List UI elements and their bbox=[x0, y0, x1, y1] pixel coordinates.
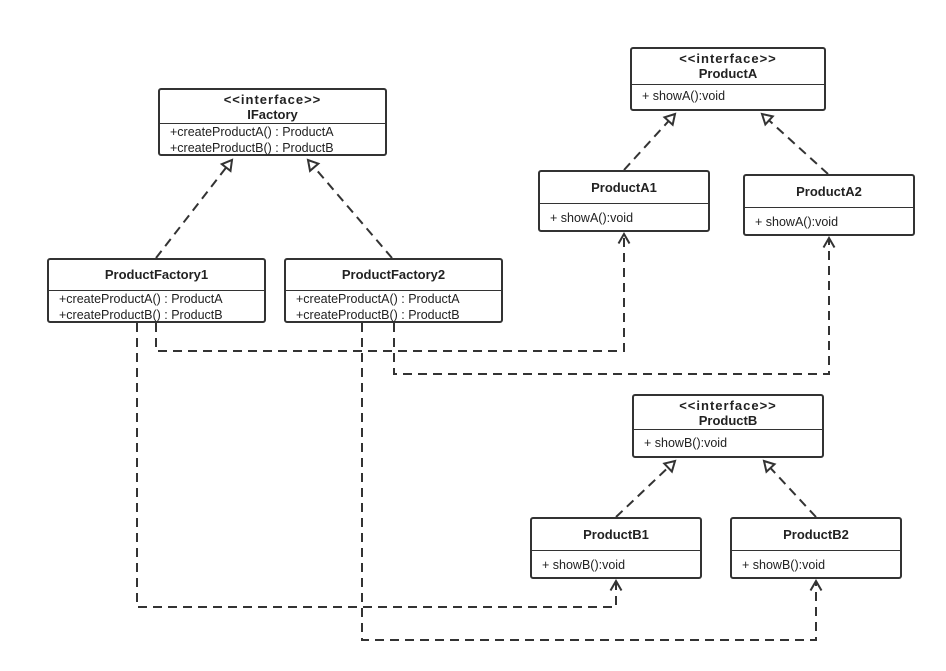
b1-realizes-product-b bbox=[615, 459, 677, 518]
stereotype-label: <<interface>> bbox=[679, 398, 777, 413]
operations-compartment: +createProductA() : ProductA +createProd… bbox=[49, 291, 264, 323]
class-header: ProductFactory1 bbox=[49, 260, 264, 291]
class-header: ProductFactory2 bbox=[286, 260, 501, 291]
open-arrowhead bbox=[809, 578, 823, 592]
class-ifactory[interactable]: <<interface>> IFactory +createProductA()… bbox=[158, 88, 387, 156]
operation: + showA():void bbox=[550, 211, 634, 225]
class-product-b1[interactable]: ProductB1 + showB():void bbox=[530, 517, 702, 579]
a1-realizes-product-a bbox=[623, 112, 677, 171]
class-name: ProductA bbox=[698, 66, 758, 81]
class-header: ProductA1 bbox=[540, 172, 708, 204]
class-name: ProductB bbox=[698, 413, 758, 428]
open-arrowhead bbox=[609, 578, 623, 592]
operations-compartment: +createProductA() : ProductA +createProd… bbox=[286, 291, 501, 323]
factory1-depends-on-b1 bbox=[136, 323, 623, 608]
class-product-b[interactable]: <<interface>> ProductB + showB():void bbox=[632, 394, 824, 458]
class-header: ProductA2 bbox=[745, 176, 913, 208]
operation: + showA():void bbox=[755, 215, 839, 229]
operation: +createProductA() : ProductA bbox=[59, 292, 223, 306]
operation: +createProductA() : ProductA bbox=[170, 125, 334, 139]
hollow-triangle-arrowhead bbox=[762, 459, 777, 474]
class-header: ProductB1 bbox=[532, 519, 700, 551]
operation: + showA():void bbox=[642, 89, 726, 103]
class-product-factory2[interactable]: ProductFactory2 +createProductA() : Prod… bbox=[284, 258, 503, 323]
operation: +createProductB() : ProductB bbox=[170, 141, 334, 155]
class-product-factory1[interactable]: ProductFactory1 +createProductA() : Prod… bbox=[47, 258, 266, 323]
class-header: ProductB2 bbox=[732, 519, 900, 551]
stereotype-label: <<interface>> bbox=[679, 51, 777, 66]
class-name: ProductFactory1 bbox=[104, 267, 209, 282]
hollow-triangle-arrowhead bbox=[662, 459, 677, 474]
operation: +createProductB() : ProductB bbox=[59, 308, 223, 322]
operations-compartment: + showB():void bbox=[532, 551, 700, 573]
operations-compartment: + showB():void bbox=[732, 551, 900, 573]
factory2-realizes-ifactory bbox=[306, 158, 393, 259]
realization-line bbox=[615, 460, 676, 518]
dependency-line bbox=[361, 323, 817, 641]
open-arrowhead bbox=[822, 236, 836, 249]
realization-line bbox=[155, 159, 233, 259]
class-product-a1[interactable]: ProductA1 + showA():void bbox=[538, 170, 710, 232]
hollow-triangle-arrowhead bbox=[306, 158, 321, 173]
class-header: <<interface>> IFactory bbox=[160, 90, 385, 124]
class-product-b2[interactable]: ProductB2 + showB():void bbox=[730, 517, 902, 579]
b2-realizes-product-b bbox=[762, 459, 817, 518]
factory2-depends-on-b2 bbox=[361, 323, 823, 641]
open-arrowhead bbox=[617, 232, 631, 245]
operation: +createProductA() : ProductA bbox=[296, 292, 460, 306]
operation: + showB():void bbox=[742, 558, 826, 572]
realization-line bbox=[763, 460, 817, 518]
class-product-a2[interactable]: ProductA2 + showA():void bbox=[743, 174, 915, 236]
a2-realizes-product-a bbox=[760, 112, 829, 175]
class-header: <<interface>> ProductA bbox=[632, 49, 824, 85]
class-header: <<interface>> ProductB bbox=[634, 396, 822, 430]
operations-compartment: + showA():void bbox=[632, 85, 824, 104]
dependency-line bbox=[155, 234, 625, 352]
operation: + showB():void bbox=[644, 436, 728, 450]
operation: +createProductB() : ProductB bbox=[296, 308, 460, 322]
operations-compartment: +createProductA() : ProductA +createProd… bbox=[160, 124, 385, 156]
operations-compartment: + showA():void bbox=[745, 208, 913, 230]
realization-line bbox=[761, 113, 829, 175]
class-name: ProductA2 bbox=[796, 184, 862, 199]
factory1-realizes-ifactory bbox=[155, 158, 234, 259]
realization-line bbox=[623, 113, 676, 171]
hollow-triangle-arrowhead bbox=[760, 112, 775, 127]
operation: + showB():void bbox=[542, 558, 626, 572]
class-name: ProductA1 bbox=[591, 180, 657, 195]
class-name: ProductB2 bbox=[783, 527, 849, 542]
factory1-depends-on-a1 bbox=[155, 232, 631, 352]
stereotype-label: <<interface>> bbox=[223, 92, 322, 107]
class-name: ProductFactory2 bbox=[341, 267, 446, 282]
class-name: IFactory bbox=[247, 107, 298, 122]
class-product-a[interactable]: <<interface>> ProductA + showA():void bbox=[630, 47, 826, 111]
hollow-triangle-arrowhead bbox=[662, 112, 677, 127]
operations-compartment: + showA():void bbox=[540, 204, 708, 226]
hollow-triangle-arrowhead bbox=[219, 158, 234, 173]
factory2-depends-on-a2 bbox=[393, 236, 836, 375]
dependency-line bbox=[136, 323, 617, 608]
realization-line bbox=[307, 159, 393, 259]
operations-compartment: + showB():void bbox=[634, 430, 822, 451]
class-name: ProductB1 bbox=[583, 527, 649, 542]
